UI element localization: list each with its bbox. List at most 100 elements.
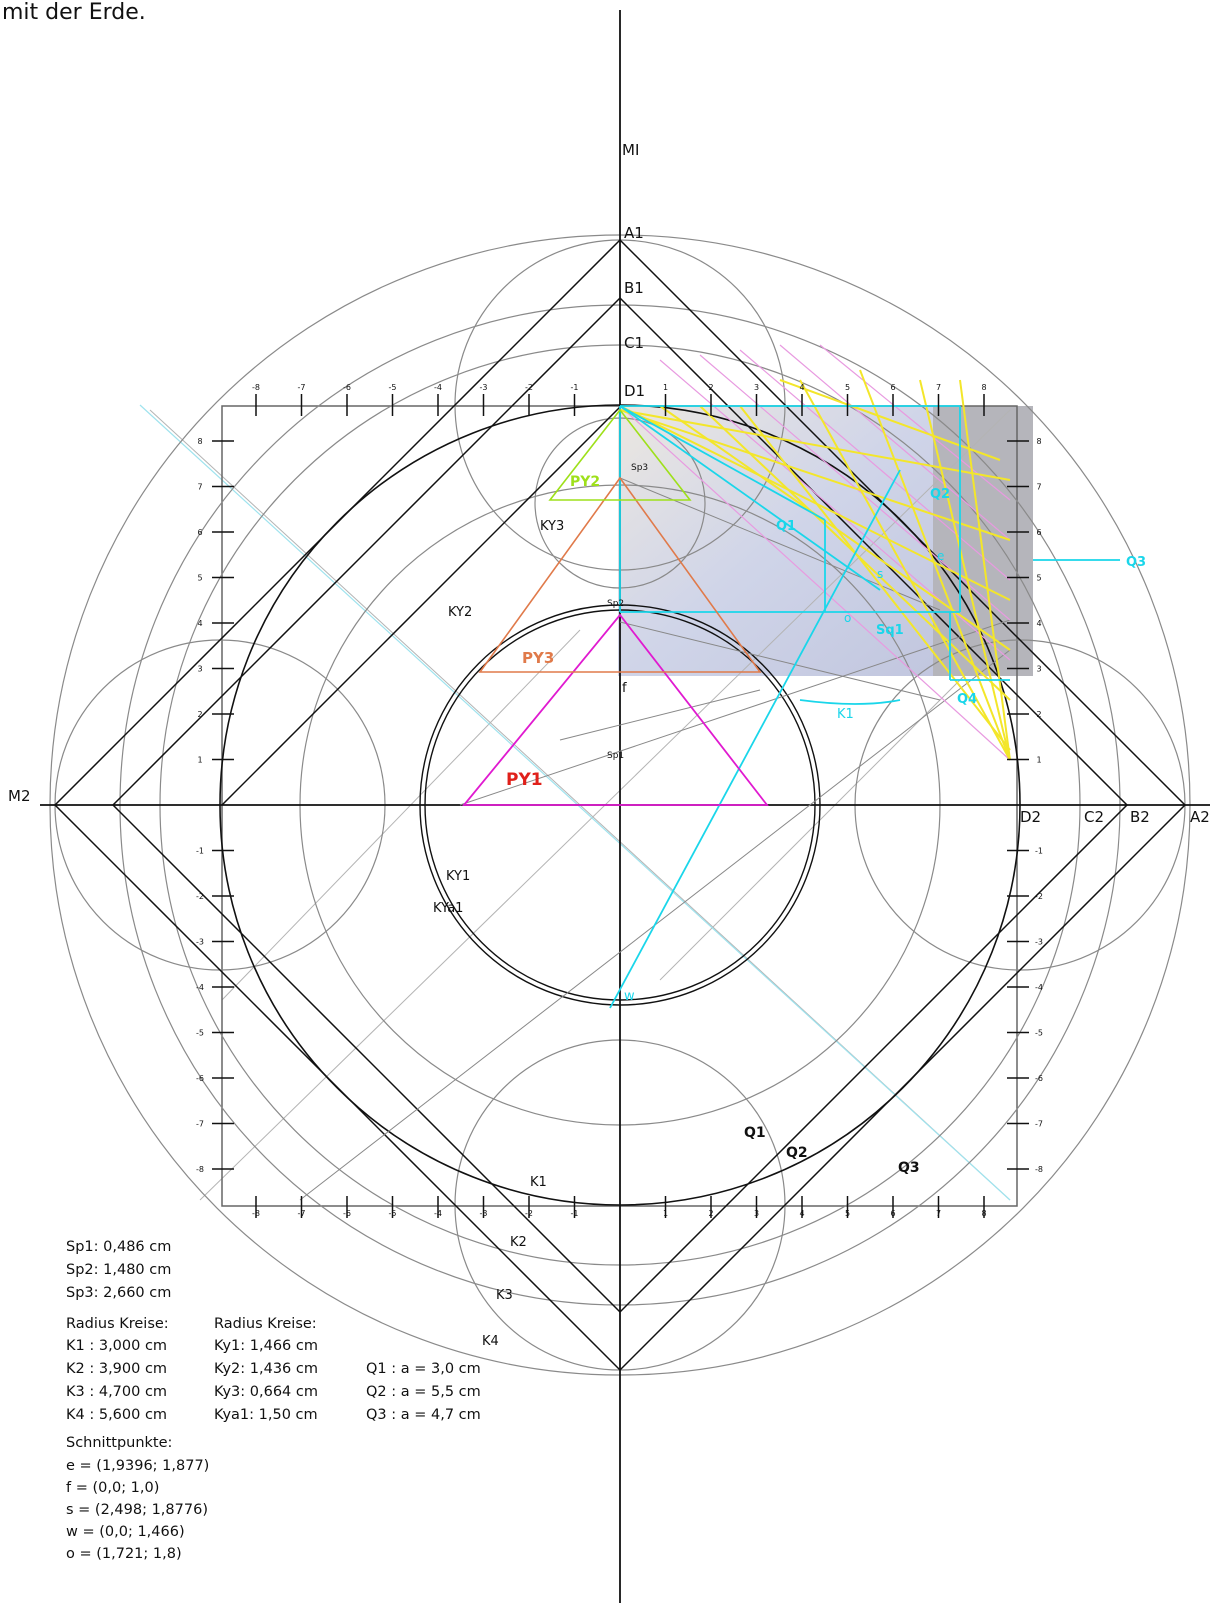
label-qr4: Q4 <box>957 692 977 707</box>
axis-labels: MI M2 A1 B1 C1 D1 A2 B2 C2 D2 <box>8 141 1210 826</box>
tick-label-right: -8 <box>1035 1165 1043 1174</box>
label-k2: K2 <box>510 1235 527 1250</box>
tick-label-top: -5 <box>389 383 397 392</box>
label-ky3: KY3 <box>540 519 564 534</box>
tick-label-bottom: 4 <box>799 1209 804 1218</box>
tick-label-left: 5 <box>197 574 202 583</box>
tick-label-bottom: 2 <box>708 1209 713 1218</box>
tick-label-right: -2 <box>1035 892 1043 901</box>
legend-radius-ky-title: Radius Kreise: <box>214 1316 317 1332</box>
legend-ky3: Ky3: 0,664 cm <box>214 1384 318 1400</box>
tick-label-top: -8 <box>252 383 260 392</box>
label-k4: K4 <box>482 1334 499 1349</box>
label-s: s <box>877 567 883 581</box>
tick-label-left: -8 <box>196 1165 204 1174</box>
legend-schnitt-w: w = (0,0; 1,466) <box>66 1524 185 1540</box>
label-m2: M2 <box>8 787 31 805</box>
tick-label-bottom: -7 <box>298 1209 306 1218</box>
tick-label-right: 3 <box>1036 665 1041 674</box>
tick-label-right: 2 <box>1036 710 1041 719</box>
tick-label-right: 1 <box>1036 756 1041 765</box>
label-b1: B1 <box>624 279 644 297</box>
tick-label-bottom: 1 <box>663 1209 668 1218</box>
label-ky2: KY2 <box>448 605 472 620</box>
tick-label-top: 7 <box>936 383 941 392</box>
tick-label-right: -5 <box>1035 1029 1043 1038</box>
legend-schnitt-f: f = (0,0; 1,0) <box>66 1480 159 1496</box>
tick-label-top: 3 <box>754 383 759 392</box>
tick-label-top: -1 <box>571 383 579 392</box>
label-sp3: Sp3 <box>631 463 648 473</box>
tick-label-left: 7 <box>197 483 202 492</box>
legend-k4: K4 : 5,600 cm <box>66 1407 167 1423</box>
tick-label-bottom: -2 <box>525 1209 533 1218</box>
tick-label-top: 8 <box>981 383 986 392</box>
label-qr3: Q3 <box>1126 555 1146 570</box>
tick-label-bottom: -4 <box>434 1209 442 1218</box>
tick-label-left: -5 <box>196 1029 204 1038</box>
legend-radius-k-title: Radius Kreise: <box>66 1316 169 1332</box>
tick-label-right: -7 <box>1035 1120 1043 1129</box>
label-c2: C2 <box>1084 808 1104 826</box>
tick-label-right: -3 <box>1035 938 1043 947</box>
tick-label-left: -6 <box>196 1074 204 1083</box>
label-kya1: KYa1 <box>433 901 463 916</box>
legend: Sp1: 0,486 cm Sp2: 1,480 cm Sp3: 2,660 c… <box>66 1239 481 1562</box>
gray-construction-lines <box>299 477 1011 1201</box>
label-k1-small: K1 <box>837 707 854 722</box>
tick-label-left: 4 <box>197 619 202 628</box>
tick-label-top: -6 <box>343 383 351 392</box>
label-b2: B2 <box>1130 808 1150 826</box>
tick-label-left: 6 <box>197 528 202 537</box>
tick-label-right: 4 <box>1036 619 1041 628</box>
legend-sp-1: Sp1: 0,486 cm <box>66 1239 171 1255</box>
label-f: f <box>622 681 627 696</box>
tick-label-right: -6 <box>1035 1074 1043 1083</box>
legend-ky2: Ky2: 1,436 cm <box>214 1361 318 1377</box>
tick-label-right: 6 <box>1036 528 1041 537</box>
label-sp2: Sp2 <box>607 599 624 609</box>
legend-schnitt-s: s = (2,498; 1,8776) <box>66 1502 208 1518</box>
label-qr1: Q1 <box>776 519 796 534</box>
caption-text: mit der Erde. <box>2 0 146 25</box>
legend-schnitt-title: Schnittpunkte: <box>66 1435 172 1451</box>
legend-q3: Q3 : a = 4,7 cm <box>366 1407 481 1423</box>
triangle-py1 <box>462 613 769 806</box>
label-sq1: Sq1 <box>876 623 904 638</box>
tick-label-top: 5 <box>845 383 850 392</box>
tick-label-bottom: -3 <box>480 1209 488 1218</box>
label-k3: K3 <box>496 1288 513 1303</box>
label-o: o <box>844 611 851 625</box>
tick-label-bottom: -5 <box>389 1209 397 1218</box>
tick-label-left: 8 <box>197 437 202 446</box>
legend-kya1: Kya1: 1,50 cm <box>214 1407 318 1423</box>
tick-label-top: 2 <box>708 383 713 392</box>
tick-label-top: -7 <box>298 383 306 392</box>
label-d1: D1 <box>624 382 645 400</box>
tick-label-right: 7 <box>1036 483 1041 492</box>
tick-label-left: -4 <box>196 983 204 992</box>
legend-ky1: Ky1: 1,466 cm <box>214 1338 318 1354</box>
legend-schnitt-o: o = (1,721; 1,8) <box>66 1546 182 1562</box>
tick-label-top: 6 <box>890 383 895 392</box>
label-q1: Q1 <box>744 1125 766 1141</box>
label-w: w <box>624 989 635 1004</box>
label-d2: D2 <box>1020 808 1041 826</box>
tick-label-left: 2 <box>197 710 202 719</box>
tick-label-top: -4 <box>434 383 442 392</box>
tick-label-top: -3 <box>480 383 488 392</box>
label-q3: Q3 <box>898 1160 920 1176</box>
tick-label-top: 4 <box>799 383 804 392</box>
tick-label-bottom: -1 <box>571 1209 579 1218</box>
legend-sp-3: Sp3: 2,660 cm <box>66 1285 171 1301</box>
label-k1: K1 <box>530 1175 547 1190</box>
tick-label-left: -7 <box>196 1120 204 1129</box>
tick-label-top: -2 <box>525 383 533 392</box>
tick-label-left: -1 <box>196 847 204 856</box>
tick-label-left: -3 <box>196 938 204 947</box>
shape-labels: PY1 PY2 PY3 KY1 KYa1 KY2 KY3 K1 K2 K3 K4… <box>433 474 1146 1349</box>
label-py2: PY2 <box>570 474 600 490</box>
tick-label-bottom: 6 <box>890 1209 895 1218</box>
legend-q2: Q2 : a = 5,5 cm <box>366 1384 481 1400</box>
